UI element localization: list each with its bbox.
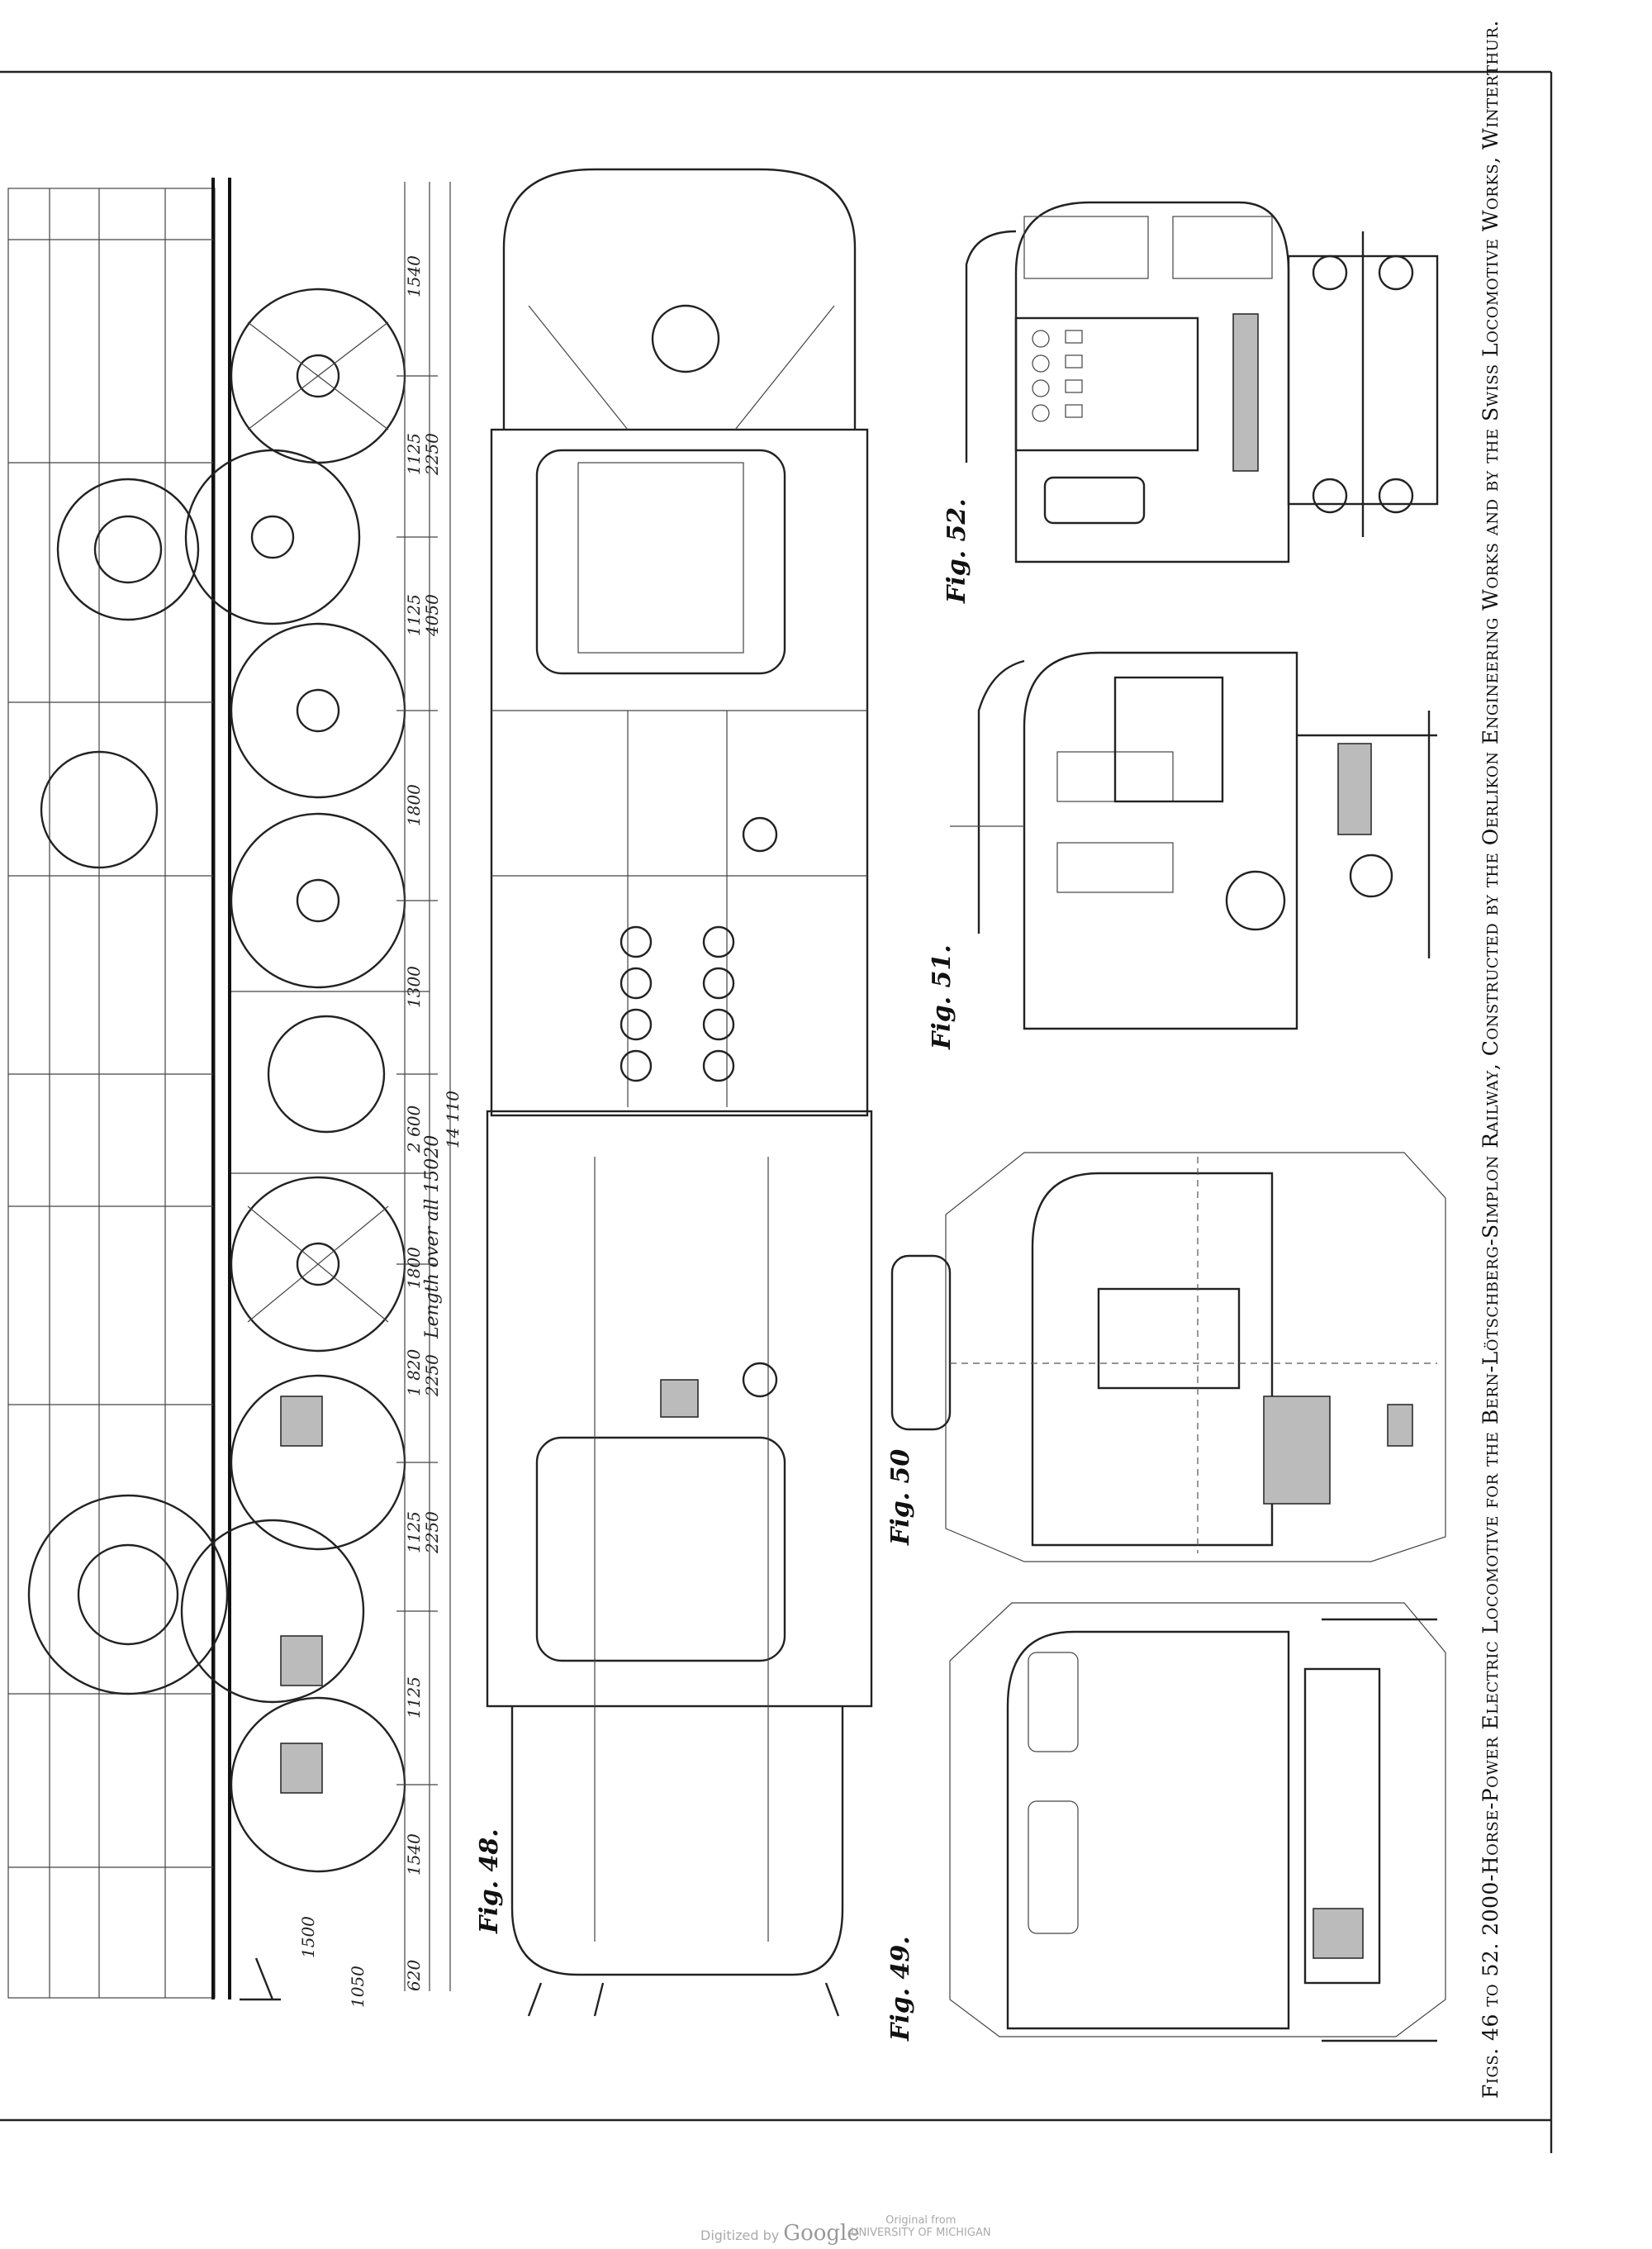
original-line2: UNIVERSITY OF MICHIGAN bbox=[851, 2227, 991, 2239]
dim-label: 2250 bbox=[422, 1354, 442, 1397]
dim-label: 1800 bbox=[404, 1247, 424, 1289]
dim-label: 1540 bbox=[404, 255, 424, 297]
dim-label: 14 110 bbox=[443, 1091, 463, 1148]
dim-label: 1800 bbox=[404, 784, 424, 826]
dim-label: 1300 bbox=[404, 966, 424, 1008]
dim-label: 620 bbox=[404, 1960, 424, 1991]
figure-caption: Figs. 46 to 52. 2000-Horse-Power Electri… bbox=[1479, 20, 1502, 2099]
original-line1: Original from bbox=[885, 2214, 957, 2227]
fig-49-cross-section: Fig. 49. bbox=[886, 1602, 1446, 2042]
dim-label: 1125 bbox=[404, 1676, 424, 1719]
dim-label: 1125 bbox=[404, 433, 424, 475]
fig-51-cross-section: Fig. 51. bbox=[928, 651, 1437, 1050]
fig-48-label: Fig. 48. bbox=[475, 1828, 504, 1934]
dim-label: 4050 bbox=[422, 594, 442, 637]
google-brand: Google bbox=[783, 2221, 860, 2246]
dim-label: 1500 bbox=[298, 1916, 318, 1958]
fig-46-47-side-elevation: 1540 1125 2250 1125 4050 1800 1300 2 600… bbox=[7, 178, 463, 2008]
dim-label: 1125 bbox=[404, 1511, 424, 1553]
dim-label: 2250 bbox=[422, 433, 442, 476]
dim-label: 2250 bbox=[422, 1511, 442, 1554]
fig-50-label: Fig. 50 bbox=[886, 1449, 915, 1546]
original-source: Original from UNIVERSITY OF MICHIGAN bbox=[851, 2214, 991, 2239]
fig-48-plan-view: Fig. 48. bbox=[475, 168, 873, 2017]
fig-50-cross-section: Fig. 50 bbox=[886, 1152, 1446, 1562]
dim-label: Length over all 15020 bbox=[422, 1135, 443, 1339]
dim-label: 1 820 bbox=[404, 1348, 424, 1396]
fig-51-label: Fig. 51. bbox=[928, 944, 957, 1050]
fig-52-label: Fig. 52. bbox=[942, 498, 971, 604]
digitized-prefix: Digitized by bbox=[700, 2228, 780, 2243]
dim-label: 1540 bbox=[404, 1833, 424, 1876]
fig-52-end-view: Fig. 52. bbox=[942, 201, 1439, 604]
dim-label: 1050 bbox=[348, 1966, 368, 2008]
dim-label: 2 600 bbox=[404, 1105, 424, 1153]
digitized-by-google: Digitized by Google bbox=[700, 2221, 860, 2246]
fig-49-label: Fig. 49. bbox=[886, 1936, 915, 2042]
dim-label: 1125 bbox=[404, 594, 424, 636]
